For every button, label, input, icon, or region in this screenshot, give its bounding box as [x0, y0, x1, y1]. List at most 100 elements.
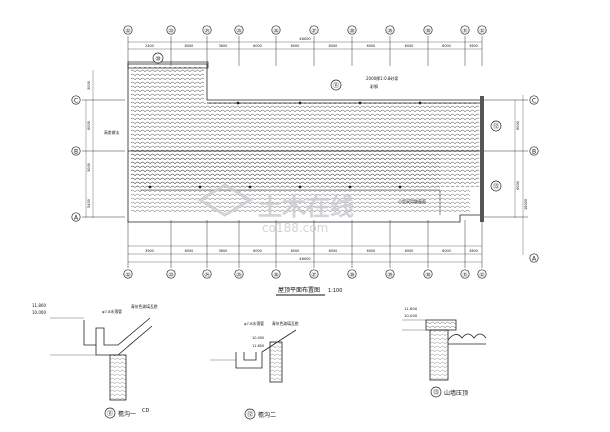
axis-bubble-top [166, 25, 176, 35]
axis-label-bottom: ㉓ [168, 271, 173, 278]
axis-bubble-top [385, 25, 395, 35]
axis-bubble-top [477, 25, 487, 35]
dim-text-bottom: 3900 [145, 249, 154, 253]
dim-text-bottom: 6000 [367, 249, 376, 253]
axis-label-top: ㉓ [168, 27, 173, 34]
dim-text-bottom: 6000 [253, 249, 262, 253]
axis-bubble-top [460, 25, 470, 35]
callout-10 [152, 52, 164, 64]
axis-bubble-top [423, 25, 433, 35]
dim-text-bottom: 6000 [442, 249, 451, 253]
axis-label-top: ㉕ [236, 27, 241, 34]
note-height-diff: 高差做法 [104, 130, 119, 135]
svg-text:10.000: 10.000 [32, 310, 46, 315]
axis-bubble-bottom [166, 269, 176, 279]
downpipe-mark [358, 101, 362, 105]
axis-label-top: ㉛ [462, 27, 467, 34]
svg-text:φ7.8水落管: φ7.8水落管 [102, 309, 122, 314]
axis-label-top: ㉙ [387, 27, 392, 34]
svg-text:⑬: ⑬ [433, 389, 439, 397]
axis-bubble-top [271, 25, 281, 35]
svg-text:co188.com: co188.com [262, 221, 328, 235]
axis-bubble-c-left [71, 95, 81, 105]
dim-text-bottom: 6000 [291, 249, 300, 253]
svg-text:11.800: 11.800 [32, 303, 46, 308]
roof-plan: ㉒㉒㉓㉓㉔㉔㉕㉕㉖㉖㉗㉗㉘㉘㉙㉙㉚㉚㉛㉛㉜㉜240039006000600036… [71, 25, 539, 296]
axis-bubble-bottom [385, 269, 395, 279]
axis-label-bottom: ㉘ [349, 271, 354, 278]
svg-text:11.800: 11.800 [252, 344, 264, 348]
dim-text-top: 3600 [469, 44, 478, 48]
axis-label-bottom: ㉔ [204, 271, 209, 278]
svg-text:φ7.8水落管: φ7.8水落管 [244, 321, 264, 326]
detail-2-title: 檐沟二 [258, 411, 276, 419]
axis-label-top: ㉒ [125, 27, 130, 34]
svg-text:18000: 18000 [524, 199, 528, 210]
axis-bubble-top [234, 25, 244, 35]
roof-tile-hatch-lower [131, 152, 470, 213]
dim-text-top: 2400 [145, 44, 154, 48]
axis-label-top: ㉖ [273, 27, 278, 34]
downpipe-mark [148, 185, 152, 189]
dim-text-top: 6000 [405, 44, 414, 48]
axis-bubble-bottom [347, 269, 357, 279]
callout-13 [490, 180, 502, 192]
svg-text:C: C [74, 98, 78, 105]
note-slope-roof: 小型采用坡屋面 [398, 198, 426, 204]
axis-bubble-top [202, 25, 212, 35]
axis-label-bottom: ㉗ [311, 271, 316, 278]
axis-bubble-bottom [423, 269, 433, 279]
axis-label-top: ㉔ [204, 27, 209, 34]
downpipe-mark [236, 101, 240, 105]
axis-bubble-bottom [234, 269, 244, 279]
callout-12 [490, 120, 502, 132]
axis-bubble-bottom [202, 269, 212, 279]
svg-text:⑩: ⑩ [155, 56, 160, 63]
axis-label-bottom: ㉖ [273, 271, 278, 278]
downpipe-mark [348, 185, 352, 189]
svg-text:CD: CD [142, 408, 149, 414]
dim-text-bottom: 3600 [219, 249, 228, 253]
dim-text-top: 6000 [329, 44, 338, 48]
downpipe-mark [298, 185, 302, 189]
svg-text:B: B [74, 149, 78, 156]
axis-bubble-bottom [271, 269, 281, 279]
dim-text-top: 6000 [253, 44, 262, 48]
callout-11 [330, 79, 342, 91]
axis-label-bottom: ㉚ [425, 271, 430, 278]
svg-text:A: A [532, 256, 537, 263]
axis-bubble-b-right [529, 146, 539, 156]
plan-scale: 1:100 [328, 288, 342, 294]
svg-text:3000: 3000 [87, 81, 91, 90]
axis-label-top: ㉘ [349, 27, 354, 34]
dim-text-top: 6000 [367, 44, 376, 48]
dim-text-bottom: 3600 [469, 249, 478, 253]
axis-label-bottom: ㉒ [125, 271, 130, 278]
axis-bubble-b-left [71, 146, 81, 156]
svg-text:B: B [532, 149, 536, 156]
dim-text-bottom: 6000 [329, 249, 338, 253]
note-mortar: 2000厚1:0.8砂浆 [366, 75, 398, 81]
axis-bubble-a-left [71, 212, 81, 222]
axis-label-top: ㉚ [425, 27, 430, 34]
axis-label-top: ㉜ [479, 27, 484, 34]
svg-text:⑪: ⑪ [107, 410, 113, 418]
axis-bubble-top [347, 25, 357, 35]
svg-text:3000: 3000 [87, 163, 91, 172]
dim-text-bottom: 6000 [405, 249, 414, 253]
svg-text:C: C [532, 98, 536, 105]
detail-3-title: 山墙压顶 [444, 389, 468, 397]
svg-text:土木在线: 土木在线 [258, 193, 354, 221]
downpipe-mark [398, 185, 402, 189]
axis-label-top: ㉗ [311, 27, 316, 34]
axis-bubble-c-right [529, 95, 539, 105]
axis-label-bottom: ㉙ [387, 271, 392, 278]
detail-gutter-1: 11.800 10.000 φ7.8水落管 青灰色琉璃瓦檐 ⑪ 檐沟一 CD [32, 303, 158, 419]
svg-text:青灰色琉璃瓦檐: 青灰色琉璃瓦檐 [131, 304, 158, 309]
downpipe-mark [298, 101, 302, 105]
axis-bubble-a-right [529, 253, 539, 263]
downpipe-mark [248, 185, 252, 189]
dim-text-top: 3600 [219, 44, 228, 48]
dim-text-top: 6000 [291, 44, 300, 48]
